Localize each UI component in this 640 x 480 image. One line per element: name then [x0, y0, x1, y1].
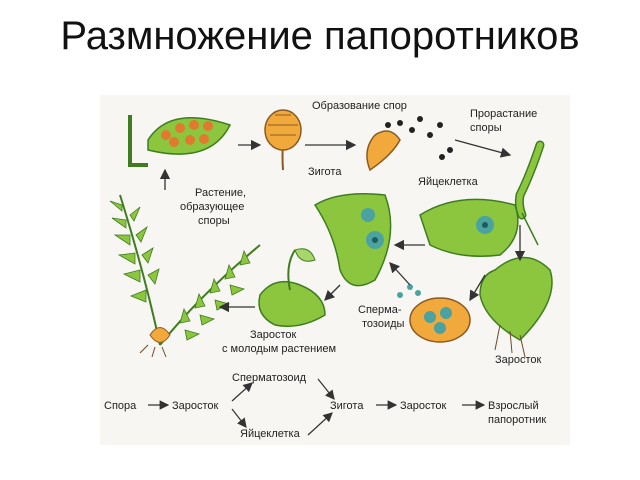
label-spore-germination-2: споры — [470, 122, 502, 134]
spore-release-illustration — [366, 116, 453, 172]
mature-fern-illustration — [109, 194, 261, 358]
label-spore-germination-1: Прорастание — [470, 108, 537, 120]
label-prothallus-young-1: Заросток — [250, 329, 297, 341]
scheme-spore: Спора — [104, 400, 137, 412]
slide-title: Размножение папоротников — [60, 14, 580, 58]
label-spermatozoids-1: Сперма- — [358, 304, 402, 316]
linear-scheme: Спора Заросток Сперматозоид Яйцеклетка З… — [104, 372, 546, 440]
germinating-spore-illustration — [514, 140, 545, 246]
egg-cell-illustration — [419, 198, 519, 257]
scheme-prothallus-2: Заросток — [400, 400, 447, 412]
archegonium-illustration — [313, 193, 392, 287]
label-spore-plant-1: Растение, — [195, 187, 246, 199]
leaf-with-sori-illustration — [128, 115, 232, 167]
label-zygote: Зигота — [308, 166, 342, 178]
label-prothallus: Заросток — [495, 354, 542, 366]
scheme-adult-2: папоротник — [488, 414, 546, 426]
cycle-arrows — [159, 139, 526, 313]
scheme-spermatozoid: Сперматозоид — [232, 372, 307, 384]
prothallus-young-plant-illustration — [258, 248, 326, 327]
prothallus-illustration — [479, 256, 553, 358]
label-spore-formation: Образование спор — [312, 100, 407, 112]
scheme-zygote: Зигота — [330, 400, 364, 412]
label-spermatozoids-2: тозоиды — [362, 318, 405, 330]
antheridium-illustration — [397, 284, 471, 343]
scheme-prothallus-1: Заросток — [172, 400, 219, 412]
diagram-canvas: Образование спор Прорастание споры Зигот… — [104, 100, 553, 440]
label-spore-plant-3: споры — [198, 215, 230, 227]
fern-life-cycle-diagram: Образование спор Прорастание споры Зигот… — [100, 95, 570, 445]
label-prothallus-young-2: с молодым растением — [222, 343, 336, 355]
label-spore-plant-2: образующее — [180, 201, 244, 213]
label-egg-cell: Яйцеклетка — [418, 176, 479, 188]
scheme-adult-1: Взрослый — [488, 400, 539, 412]
sporangium-illustration — [264, 109, 302, 171]
scheme-egg: Яйцеклетка — [240, 428, 301, 440]
